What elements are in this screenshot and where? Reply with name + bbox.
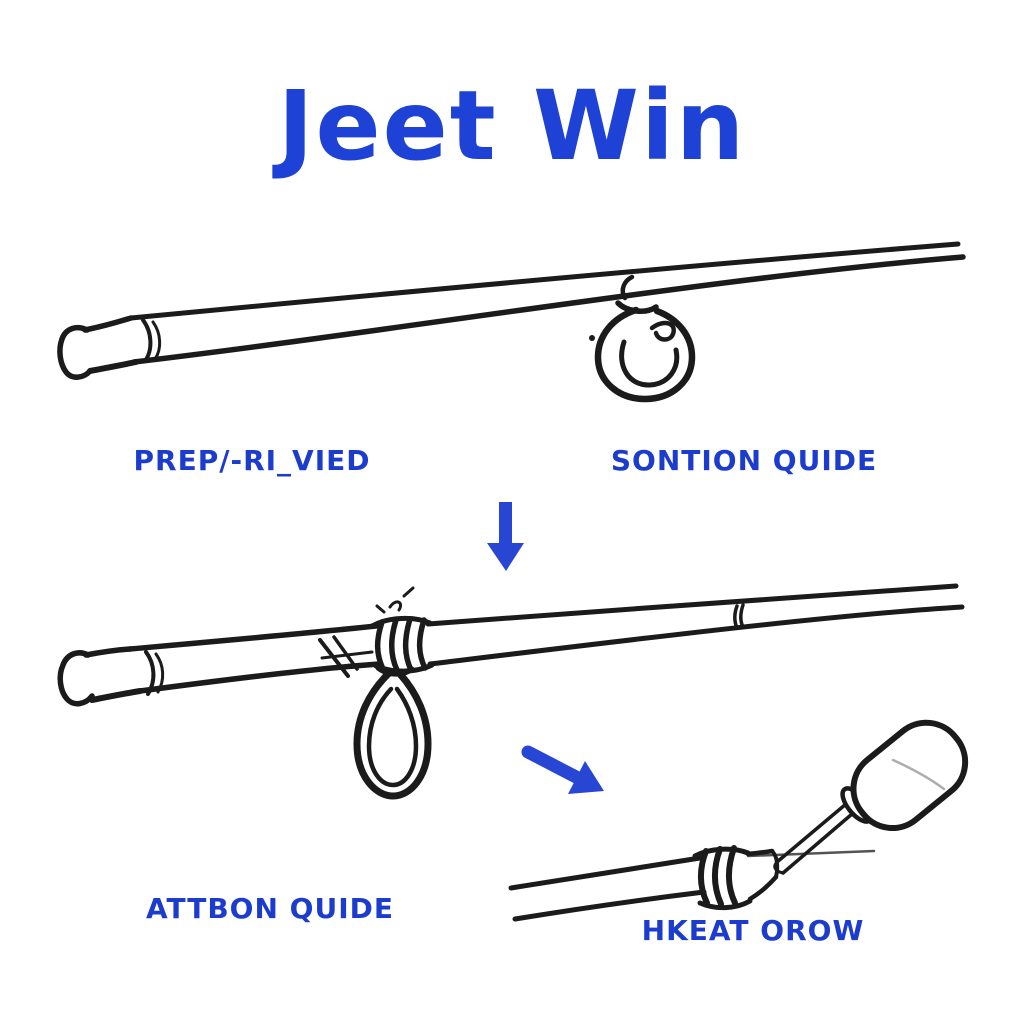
diagonal-arrow-icon [521, 745, 604, 794]
caption-thread-wrap: HKEAT OROW [641, 914, 865, 947]
caption-position-guide: SONTION QUIDE [610, 444, 878, 477]
down-arrow-icon [487, 502, 524, 571]
caption-attach-guide: ATTBON QUIDE [146, 892, 394, 925]
rod-tip-thread-bobbin-illustration [508, 719, 969, 922]
caption-prepare-guide: PREP/-RI_VIED [133, 444, 371, 477]
rod-top-illustration [57, 241, 966, 380]
rod-middle-illustration [57, 583, 965, 707]
sketch-dot [589, 335, 595, 341]
page-title: Jeet Win [277, 70, 747, 182]
line-guide-ring-illustration [589, 274, 696, 403]
wrapped-guide-illustration [353, 586, 435, 800]
